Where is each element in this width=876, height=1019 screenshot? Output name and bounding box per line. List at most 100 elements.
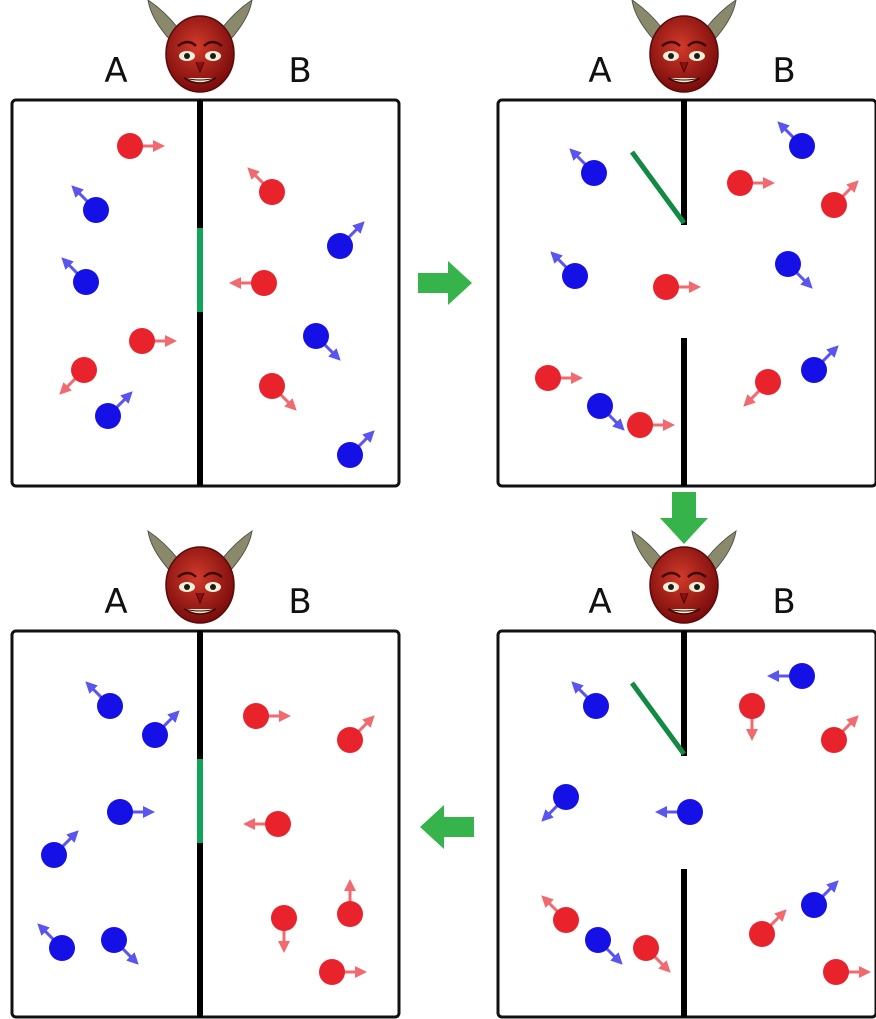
particle-dot [821,192,847,218]
particle-slow [37,923,75,961]
particle-fast [627,412,675,438]
velocity-arrow [323,343,341,361]
particle-fast [821,715,859,753]
particle-slow [142,710,180,748]
velocity-arrow [85,681,103,699]
particle-slow [777,121,815,159]
particle-slow [801,880,839,918]
velocity-arrow [59,377,77,395]
velocity-arrow [121,947,139,965]
particle-slow [61,257,99,295]
velocity-arrow [571,681,589,699]
particle-dot [801,892,827,918]
particle-slow [569,148,607,186]
velocity-arrow [357,430,375,448]
particle-fast [749,909,787,947]
particle-slow [337,430,375,468]
particle-dot [653,274,679,300]
gate-open [629,150,687,225]
velocity-arrow [541,895,559,913]
label-b: B [288,51,311,91]
particle-dot [789,133,815,159]
particle-fast [243,703,291,729]
particle-dot [583,693,609,719]
particle-dot [117,133,143,159]
demon-icon [146,0,254,94]
label-b: B [772,582,795,622]
particle-fast [633,935,671,973]
particle-fast [727,170,775,196]
flow-arrow-right-icon [418,261,472,305]
particle-dot [251,270,277,296]
gate-open [629,681,687,756]
particle-dot [259,373,285,399]
particle-slow [801,345,839,383]
particle-dot [243,703,269,729]
velocity-arrow [777,121,795,139]
velocity-arrow [653,955,671,973]
particle-slow [775,251,813,289]
velocity-arrow [37,923,55,941]
particle-slow [107,799,155,825]
particle-slow [101,927,139,965]
label-a: A [104,51,127,91]
particle-slow [550,251,588,289]
particle-dot [749,921,775,947]
particle-dot [107,799,133,825]
particle-fast [739,693,765,741]
particle-dot [823,959,849,985]
particle-dot [789,663,815,689]
particle-fast [247,167,285,205]
particle-fast [129,328,177,354]
particle-fast [653,274,701,300]
velocity-arrow [821,345,839,363]
velocity-arrow [357,715,375,733]
particle-dot [775,251,801,277]
particle-dot [101,927,127,953]
particle-slow [655,799,703,825]
particle-dot [627,412,653,438]
demon-icon [630,0,738,94]
label-a: A [588,51,611,91]
particle-dot [801,357,827,383]
particle-slow [41,830,79,868]
particle-fast [229,270,277,296]
velocity-arrow [550,251,568,269]
particle-fast [337,879,363,927]
velocity-arrow [743,389,761,407]
particle-dot [49,935,75,961]
velocity-arrow [821,880,839,898]
demon-icon [630,529,738,625]
particle-dot [303,323,329,349]
particle-fast [117,133,165,159]
particle-dot [337,901,363,927]
particle-fast [821,180,859,218]
particle-slow [571,681,609,719]
particle-fast [823,959,871,985]
velocity-arrow [541,804,559,822]
velocity-arrow [61,257,79,275]
particle-fast [59,357,97,395]
particle-dot [265,811,291,837]
velocity-arrow [347,221,365,239]
label-b: B [288,582,311,622]
velocity-arrow [769,909,787,927]
particle-dot [337,442,363,468]
velocity-arrow [279,393,297,411]
velocity-arrow [607,413,625,431]
particle-fast [541,895,579,933]
particle-dot [129,328,155,354]
particle-fast [271,905,297,953]
particle-dot [553,784,579,810]
particle-fast [337,715,375,753]
particle-fast [535,365,583,391]
velocity-arrow [841,180,859,198]
particle-dot [581,160,607,186]
particle-dot [585,927,611,953]
particle-fast [319,959,367,985]
container-box [10,629,401,1019]
